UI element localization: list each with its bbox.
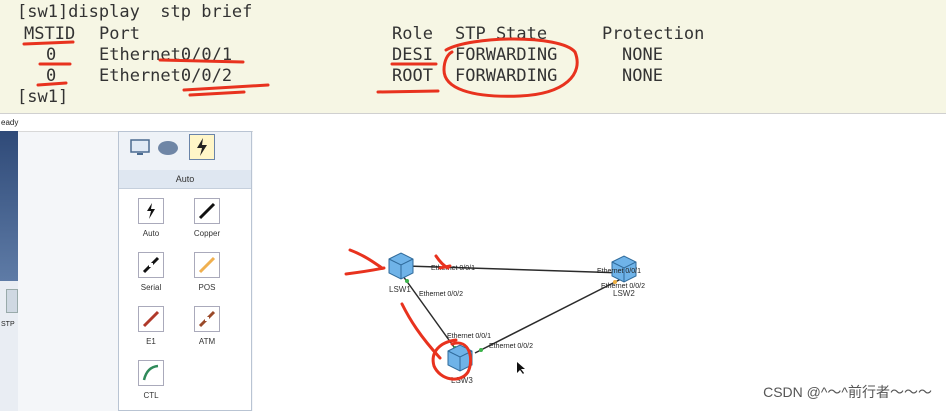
palette-item-label: POS xyxy=(198,283,216,292)
serial-cable-icon xyxy=(138,252,164,278)
palette-item-e1[interactable]: E1 xyxy=(121,306,181,346)
palette-item-ctl[interactable]: CTL xyxy=(121,360,181,400)
switch-lsw2[interactable] xyxy=(610,254,638,289)
port-label: Ethernet 0/0/2 xyxy=(419,291,463,298)
cloud-icon[interactable] xyxy=(157,136,179,158)
palette-item-label: CTL xyxy=(143,391,159,400)
header-role: Role xyxy=(392,24,433,44)
palette-item-copper[interactable]: Copper xyxy=(177,198,237,238)
auto-link-icon xyxy=(138,198,164,224)
palette-item-serial[interactable]: Serial xyxy=(121,252,181,292)
header-port: Port xyxy=(99,24,140,44)
port-status-dot xyxy=(613,280,617,284)
device-label: LSW2 xyxy=(613,289,635,298)
terminal-prompt: [sw1] xyxy=(17,87,69,107)
switch-lsw1[interactable] xyxy=(387,251,415,286)
device-palette: Auto Auto Copper Serial POS E1 ATM CTL xyxy=(118,131,252,411)
palette-item-label: Serial xyxy=(140,283,162,292)
e1-cable-icon xyxy=(138,306,164,332)
topology-canvas[interactable]: LSW1 LSW2 LSW3 Ethernet 0/0/1 Ethernet 0… xyxy=(253,131,946,411)
status-bar: eady xyxy=(0,113,946,132)
desktop-background xyxy=(0,131,18,281)
palette-mode-label: Auto xyxy=(119,170,251,189)
copper-cable-icon xyxy=(194,198,220,224)
link-lsw2-lsw3 xyxy=(474,277,624,354)
monitor-icon[interactable] xyxy=(129,136,151,158)
palette-item-label: E1 xyxy=(146,337,156,346)
mouse-cursor-icon xyxy=(517,362,525,374)
port-label: Ethernet 0/0/2 xyxy=(601,283,645,290)
command-line: [sw1]display stp brief xyxy=(17,2,253,22)
port-label: Ethernet 0/0/1 xyxy=(447,333,491,340)
device-icon[interactable] xyxy=(6,289,18,313)
palette-item-atm[interactable]: ATM xyxy=(177,306,237,346)
row-role: DESI xyxy=(392,45,433,65)
port-label: Ethernet 0/0/2 xyxy=(489,343,533,350)
watermark: CSDN @^～^前行者～～～ xyxy=(763,384,932,400)
atm-cable-icon xyxy=(194,306,220,332)
port-label: Ethernet 0/0/1 xyxy=(597,268,641,275)
palette-item-label: ATM xyxy=(198,337,216,346)
port-label: Ethernet 0/0/1 xyxy=(431,265,475,272)
ctl-cable-icon xyxy=(138,360,164,386)
palette-item-label: Copper xyxy=(193,229,221,238)
palette-category-bar xyxy=(119,132,251,171)
connection-category-icon[interactable] xyxy=(189,134,215,160)
palette-item-pos[interactable]: POS xyxy=(177,252,237,292)
port-status-dot xyxy=(479,348,483,352)
left-device-strip: STP xyxy=(0,131,18,411)
switch-lsw3[interactable] xyxy=(446,343,474,378)
palette-item-label: Auto xyxy=(142,229,160,238)
device-label: LSW1 xyxy=(389,285,411,294)
terminal-output[interactable]: [sw1]display stp brief MSTID Port Role S… xyxy=(0,0,946,113)
row-protection: NONE xyxy=(622,66,663,86)
row-protection: NONE xyxy=(622,45,663,65)
row-mstid: 0 xyxy=(46,45,57,65)
header-mstid: MSTID xyxy=(24,24,76,44)
row-state: FORWARDING xyxy=(455,66,558,86)
status-text: eady xyxy=(1,118,19,127)
row-role: ROOT xyxy=(392,66,433,86)
row-port: Ethernet0/0/2 xyxy=(99,66,233,86)
pos-cable-icon xyxy=(194,252,220,278)
row-mstid: 0 xyxy=(46,66,57,86)
strip-label: STP xyxy=(1,321,15,328)
row-port: Ethernet0/0/1 xyxy=(99,45,233,65)
header-protection: Protection xyxy=(602,24,705,44)
header-stp-state: STP State xyxy=(455,24,548,44)
row-state: FORWARDING xyxy=(455,45,558,65)
palette-item-auto[interactable]: Auto xyxy=(121,198,181,238)
device-label: LSW3 xyxy=(451,376,473,385)
port-status-dot xyxy=(405,279,409,283)
